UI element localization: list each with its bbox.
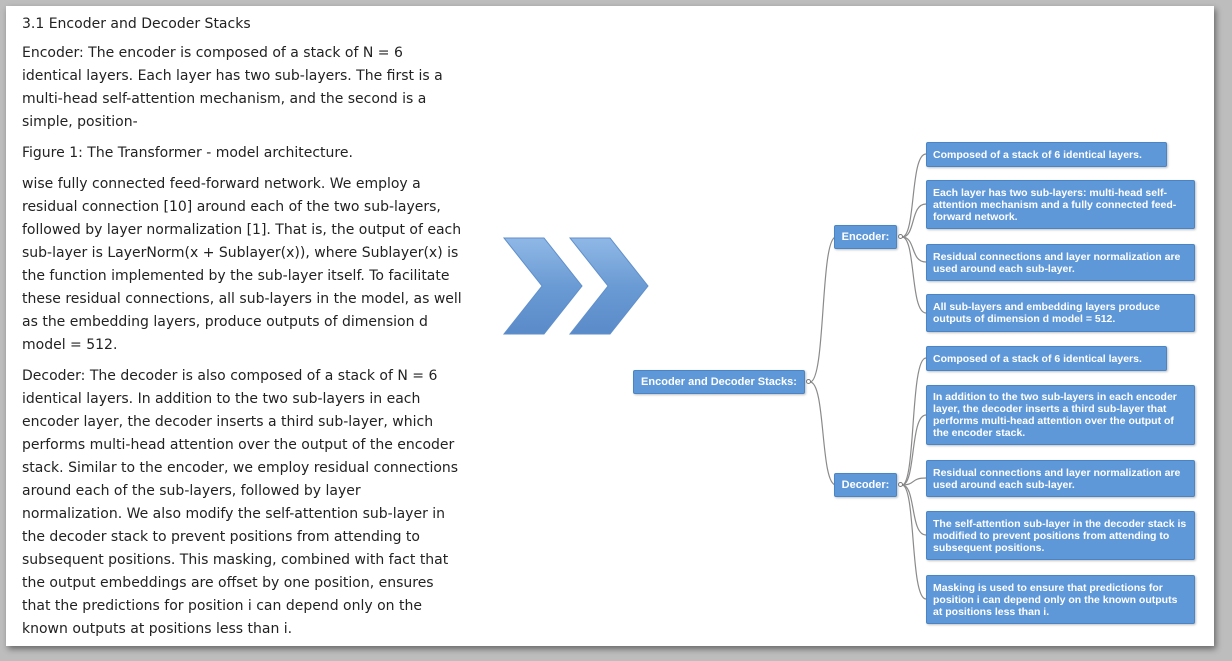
encoder-item[interactable]: All sub-layers and embedding layers prod… bbox=[926, 294, 1195, 332]
encoder-item[interactable]: Composed of a stack of 6 identical layer… bbox=[926, 142, 1167, 167]
decoder-item[interactable]: Composed of a stack of 6 identical layer… bbox=[926, 346, 1167, 371]
double-chevron-right-icon bbox=[502, 237, 649, 335]
section-heading: 3.1 Encoder and Decoder Stacks bbox=[22, 16, 251, 32]
decoder-collapse-dot[interactable] bbox=[898, 482, 903, 487]
decoder-item[interactable]: The self-attention sub-layer in the deco… bbox=[926, 511, 1195, 560]
root-collapse-dot[interactable] bbox=[806, 379, 811, 384]
mindmap-root-node[interactable]: Encoder and Decoder Stacks: bbox=[633, 370, 805, 394]
encoder-item[interactable]: Residual connections and layer normaliza… bbox=[926, 244, 1195, 281]
paragraph-residual: wise fully connected feed-forward networ… bbox=[22, 176, 462, 353]
decoder-item[interactable]: Residual connections and layer normaliza… bbox=[926, 460, 1195, 497]
mindmap-encoder-node[interactable]: Encoder: bbox=[834, 225, 897, 249]
encoder-collapse-dot[interactable] bbox=[898, 234, 903, 239]
paragraph-encoder: Encoder: The encoder is composed of a st… bbox=[22, 45, 443, 130]
decoder-item[interactable]: In addition to the two sub-layers in eac… bbox=[926, 385, 1195, 445]
mindmap-decoder-node[interactable]: Decoder: bbox=[834, 473, 897, 497]
paragraph-decoder: Decoder: The decoder is also composed of… bbox=[22, 368, 459, 637]
decoder-item[interactable]: Masking is used to ensure that predictio… bbox=[926, 575, 1195, 624]
figure-caption: Figure 1: The Transformer - model archit… bbox=[22, 145, 353, 161]
document-text: 3.1 Encoder and Decoder Stacks Encoder: … bbox=[22, 12, 462, 649]
encoder-item[interactable]: Each layer has two sub-layers: multi-hea… bbox=[926, 180, 1195, 229]
